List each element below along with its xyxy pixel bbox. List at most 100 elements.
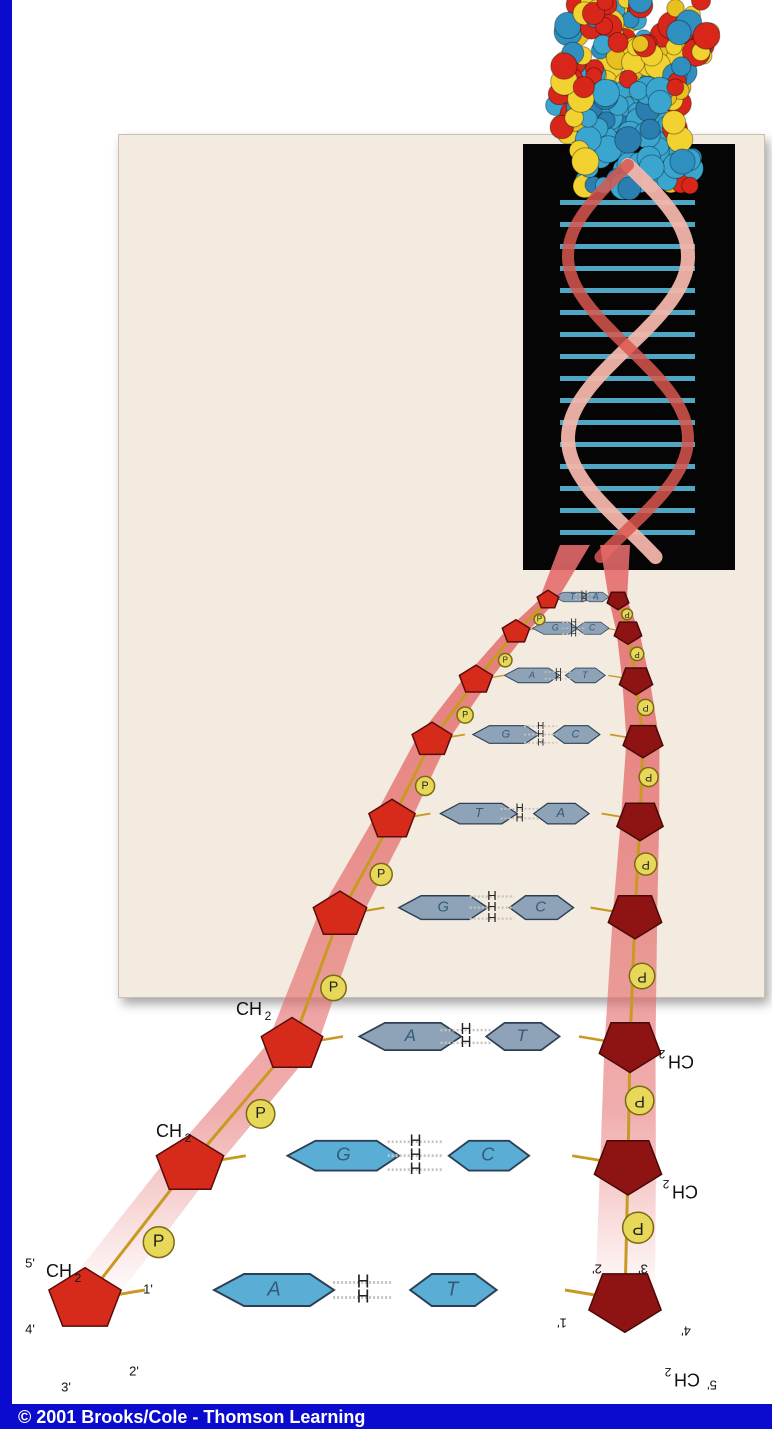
atom — [667, 79, 684, 96]
phosphate-label: P — [153, 1231, 165, 1251]
phosphate-label: P — [255, 1104, 266, 1122]
base-label-left: A — [266, 1278, 280, 1300]
atom — [632, 36, 648, 52]
prime-label-5: 5' — [25, 1255, 35, 1270]
ch2-label: CH — [668, 1051, 694, 1071]
prime-label-4-right: 4' — [681, 1324, 691, 1339]
ch2-right-1: CH2 — [658, 1047, 694, 1071]
hydrogen-label: H — [537, 737, 544, 748]
phosphate-label: P — [634, 1092, 645, 1110]
atom — [608, 32, 628, 52]
atom — [682, 177, 699, 194]
base-label-left: G — [336, 1144, 350, 1165]
sugar-right — [589, 1274, 661, 1332]
phosphate-label: P — [503, 655, 508, 664]
base-label-right: C — [572, 728, 580, 740]
ch2-label: CH — [674, 1369, 700, 1389]
base-label-left: A — [404, 1026, 416, 1045]
base-label-right: A — [592, 591, 599, 601]
ch2-label: CH — [46, 1261, 72, 1281]
base-label-right: T — [517, 1026, 529, 1045]
base-label-right: C — [535, 900, 546, 916]
atom — [551, 53, 577, 79]
ch2-subscript: 2 — [185, 1131, 192, 1145]
ch2-right-3: CH2 — [664, 1365, 700, 1389]
phosphate-label: P — [624, 610, 629, 619]
helix-rung — [560, 200, 695, 205]
base-label-left: G — [552, 623, 559, 633]
phosphate-label: P — [634, 650, 639, 659]
atom — [662, 111, 686, 135]
base-label-right: A — [555, 805, 565, 820]
base-label-right: T — [446, 1278, 460, 1300]
phosphate-label: P — [645, 771, 652, 783]
ch2-subscript: 2 — [662, 1177, 669, 1191]
ch2-label: CH — [156, 1121, 182, 1141]
phosphate-label: P — [537, 615, 542, 624]
atom — [670, 149, 695, 174]
hydrogen-label: H — [357, 1286, 370, 1306]
helix-rung — [560, 244, 695, 249]
prime-label-5-right: 5' — [707, 1378, 717, 1393]
phosphate-label: P — [329, 980, 339, 996]
ch2-label: CH — [672, 1181, 698, 1201]
helix-ribbons — [560, 165, 695, 557]
prime-label-1-right: 1' — [557, 1316, 567, 1331]
base-label-left: A — [528, 670, 535, 680]
hydrogen-label: H — [410, 1159, 422, 1178]
phosphate-label: P — [642, 858, 650, 872]
hydrogen-label: H — [581, 594, 588, 604]
hydrogen-label: H — [461, 1034, 472, 1051]
ch2-left-3: CH2 — [236, 999, 272, 1023]
atom — [572, 148, 599, 175]
ch2-subscript: 2 — [658, 1047, 665, 1061]
phosphate-label: P — [632, 1219, 644, 1239]
helix-rung — [560, 332, 695, 337]
atom — [667, 20, 691, 44]
helix-rung — [560, 508, 695, 513]
ch2-subscript: 2 — [75, 1271, 82, 1285]
base-label-left: G — [437, 900, 449, 916]
phosphate-label: P — [462, 709, 468, 719]
hydrogen-label: H — [570, 628, 577, 638]
ch2-subscript: 2 — [265, 1009, 272, 1023]
prime-label-3: 3' — [61, 1379, 71, 1394]
hydrogen-label: H — [487, 910, 497, 925]
helix-rung — [560, 442, 695, 447]
ch2-right-2: CH2 — [662, 1177, 698, 1201]
atom — [693, 22, 720, 49]
ch2-subscript: 2 — [664, 1365, 671, 1379]
atom — [573, 77, 594, 98]
base-label-right: C — [589, 623, 596, 633]
phosphate-label: P — [422, 780, 429, 792]
hydrogen-label: H — [516, 812, 524, 824]
prime-label-2-right: 2' — [592, 1262, 602, 1277]
phosphate-label: P — [637, 968, 647, 984]
helix-rung — [560, 376, 695, 381]
helix-rung — [560, 266, 695, 271]
ch2-label: CH — [236, 999, 262, 1019]
phosphate-label: P — [643, 703, 649, 713]
phosphate-label: P — [377, 867, 385, 881]
ch2-left-2: CH2 — [156, 1121, 192, 1145]
atom — [640, 119, 660, 139]
copyright-caption: © 2001 Brooks/Cole - Thomson Learning — [18, 1406, 618, 1428]
atom — [615, 127, 642, 154]
base-pair: TAHH — [537, 589, 629, 610]
prime-label-1: 1' — [143, 1281, 153, 1296]
atom — [629, 82, 647, 100]
prime-label-4: 4' — [25, 1321, 35, 1336]
prime-label-3-right: 3' — [638, 1262, 648, 1277]
atom — [648, 90, 671, 113]
base-label-left: T — [475, 805, 484, 820]
base-label-right: C — [481, 1144, 495, 1165]
base-label-left: G — [502, 728, 511, 740]
hydrogen-label: H — [555, 673, 562, 683]
helix-rung — [560, 420, 695, 425]
base-pair: ATHH — [49, 1268, 661, 1333]
atom — [592, 79, 619, 106]
atom — [672, 57, 691, 76]
prime-label-2: 2' — [129, 1363, 139, 1378]
